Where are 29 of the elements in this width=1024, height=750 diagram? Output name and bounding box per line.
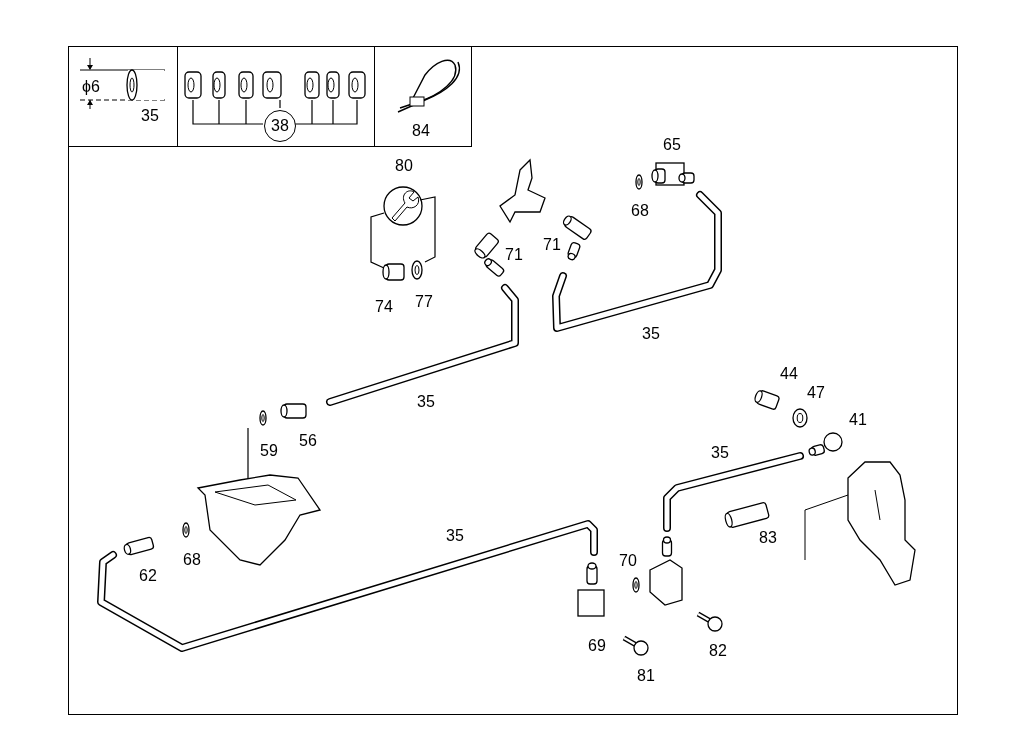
callout-number: 80 xyxy=(395,158,413,174)
inset-panel xyxy=(374,46,472,147)
callout-number: 69 xyxy=(588,638,606,654)
callout-number: 83 xyxy=(759,530,777,546)
callout-number: 68 xyxy=(183,552,201,568)
callout-number: 35 xyxy=(446,528,464,544)
callout-number: 62 xyxy=(139,568,157,584)
callout-number: 74 xyxy=(375,299,393,315)
callout-number: 41 xyxy=(849,412,867,428)
callout-number: 35 xyxy=(642,326,660,342)
callout-number: 81 xyxy=(637,668,655,684)
callout-number: 56 xyxy=(299,433,317,449)
callout-number: 35 xyxy=(711,445,729,461)
callout-number: 44 xyxy=(780,366,798,382)
callout-number: 84 xyxy=(412,123,430,139)
callout-number: 35 xyxy=(141,108,159,124)
callout-number: 70 xyxy=(619,553,637,569)
callout-number: 38 xyxy=(271,118,289,134)
callout-number: 68 xyxy=(631,203,649,219)
callout-number: 71 xyxy=(505,247,523,263)
callout-circle xyxy=(264,110,296,142)
callout-number: 35 xyxy=(417,394,435,410)
callout-number: 65 xyxy=(663,137,681,153)
callout-number: 82 xyxy=(709,643,727,659)
dimension-label: ϕ6 xyxy=(82,79,100,95)
callout-number: 71 xyxy=(543,237,561,253)
callout-number: 47 xyxy=(807,385,825,401)
callout-number: 59 xyxy=(260,443,278,459)
callout-number: 77 xyxy=(415,294,433,310)
